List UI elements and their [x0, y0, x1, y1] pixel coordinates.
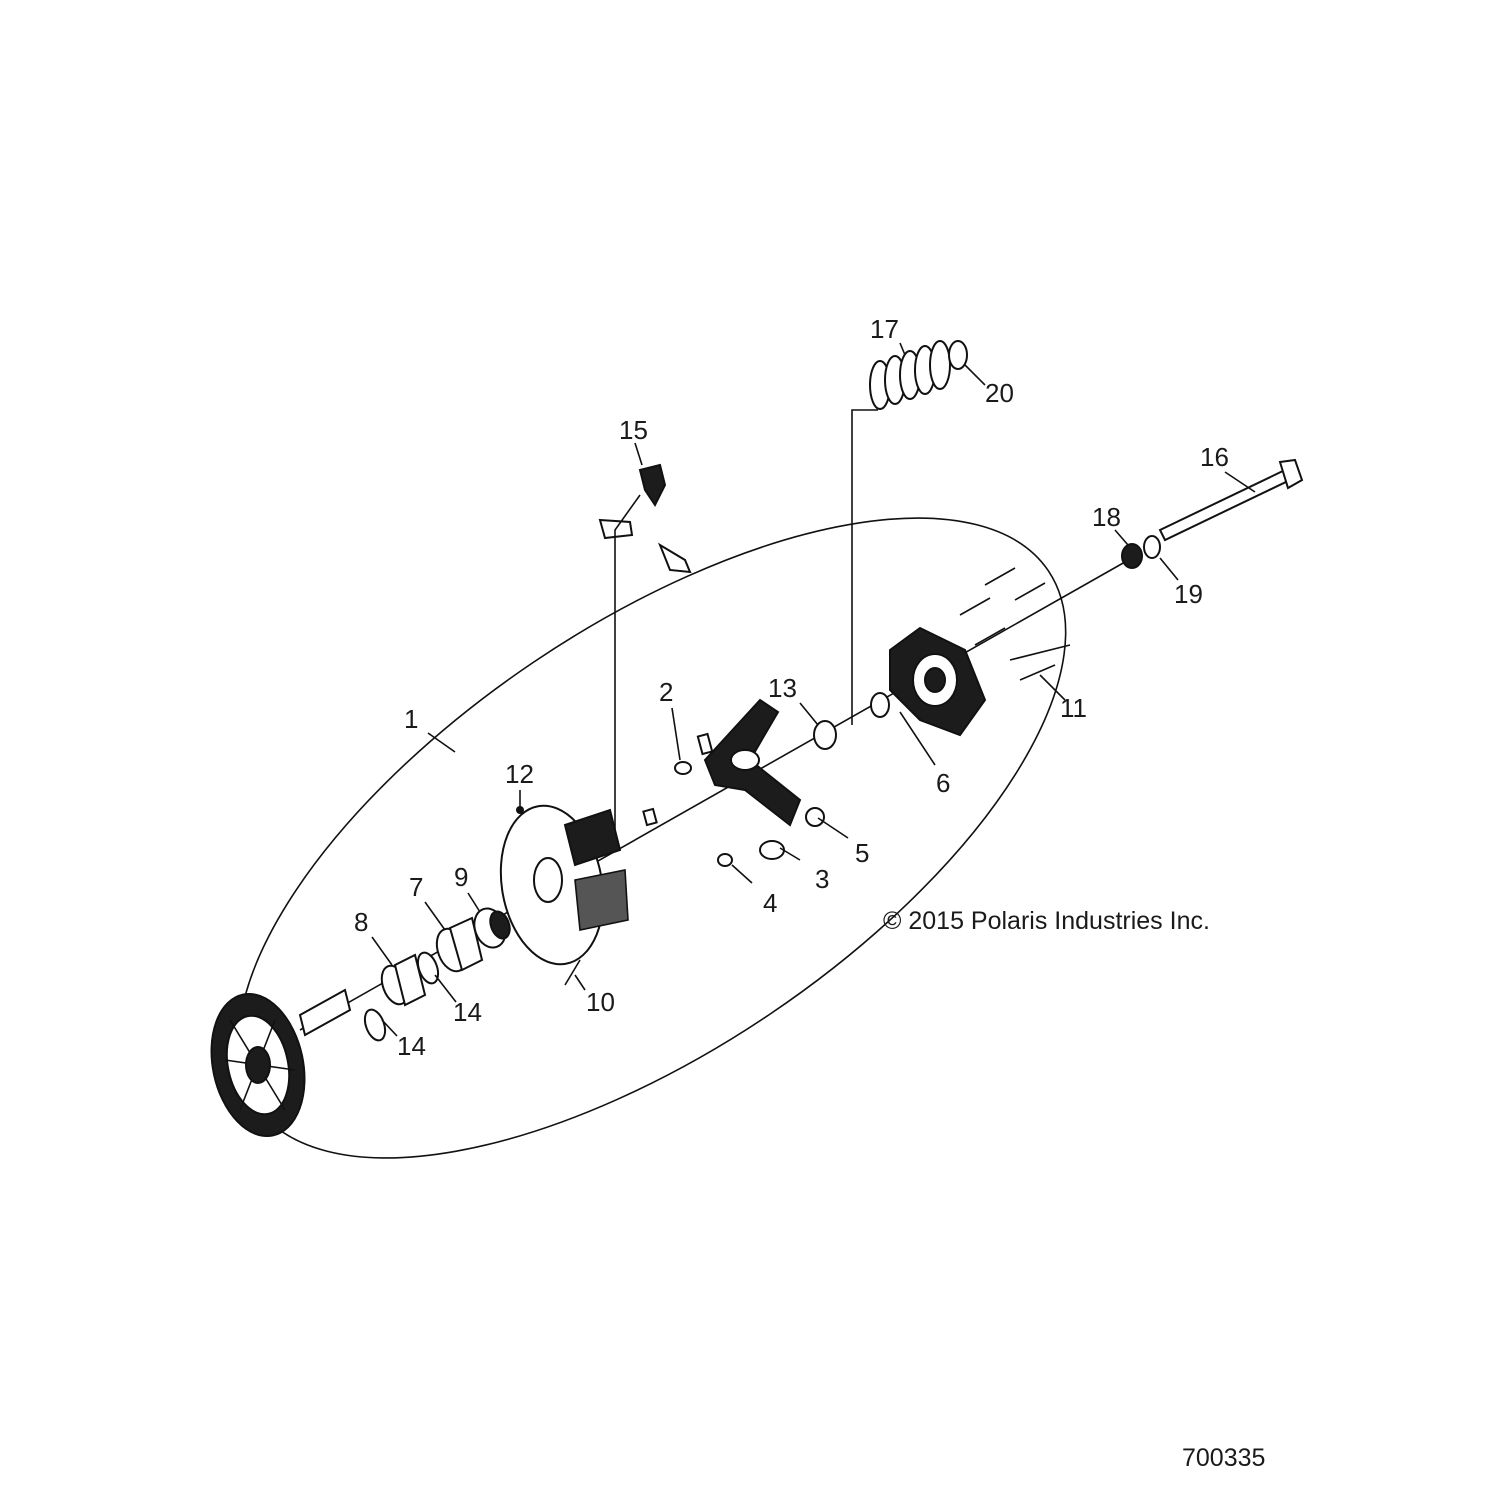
ring-20 [948, 340, 968, 370]
ring-14-upper [416, 951, 440, 985]
callout-10: 10 [586, 987, 615, 1017]
washer-5 [805, 807, 825, 827]
callout-4: 4 [763, 888, 777, 918]
button-3 [759, 840, 785, 860]
washer-19 [1143, 535, 1161, 559]
callout-16: 16 [1200, 442, 1229, 472]
bearing-9 [473, 907, 511, 949]
weights-15 [598, 463, 692, 574]
callout-20: 20 [985, 378, 1014, 408]
weights-leader [614, 494, 641, 830]
ring-14-lower [363, 1008, 387, 1042]
fixed-sheave [210, 988, 352, 1138]
pin-10 [564, 959, 581, 986]
callout-19: 19 [1174, 579, 1203, 609]
leader-lines [371, 342, 1256, 1037]
moveable-sheave [499, 804, 629, 966]
dot-12 [516, 806, 524, 814]
callout-18: 18 [1092, 502, 1121, 532]
washer-4 [717, 853, 733, 867]
callout-9: 9 [454, 862, 468, 892]
callout-14-left: 14 [397, 1031, 426, 1061]
callout-13: 13 [768, 673, 797, 703]
callout-15: 15 [619, 415, 648, 445]
callout-12: 12 [505, 759, 534, 789]
callout-14-right: 14 [453, 997, 482, 1027]
callout-1: 1 [404, 704, 418, 734]
callout-3: 3 [815, 864, 829, 894]
callout-7: 7 [409, 872, 423, 902]
bolts-11 [959, 567, 1071, 681]
figure-number: 700335 [1182, 1444, 1265, 1472]
insert-b [642, 807, 658, 827]
spring-17 [869, 340, 951, 410]
callout-8: 8 [354, 907, 368, 937]
spider [703, 698, 802, 827]
copyright-notice: © 2015 Polaris Industries Inc. [883, 907, 1210, 935]
spring-leader [851, 409, 878, 725]
insert-a [696, 732, 714, 756]
callout-2: 2 [659, 677, 673, 707]
cover [870, 626, 987, 737]
assembly-outline [237, 517, 1067, 1159]
callout-5: 5 [855, 838, 869, 868]
bolt-16 [1158, 458, 1304, 542]
callout-17: 17 [870, 314, 899, 344]
nut-18 [1121, 543, 1143, 569]
callout-11: 11 [1060, 693, 1087, 723]
spacer-13 [813, 720, 837, 750]
roller-2 [674, 761, 692, 775]
callout-6: 6 [936, 768, 950, 798]
